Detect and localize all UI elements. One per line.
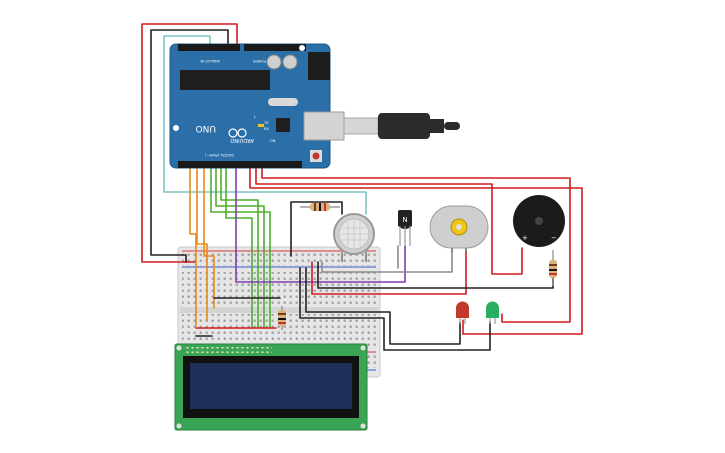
breadboard-upper-terminals xyxy=(182,272,376,306)
buzzer-minus-label: − xyxy=(551,234,557,242)
wire-orange-2[interactable] xyxy=(196,167,208,321)
arduino-logo-icon xyxy=(228,128,247,138)
arduino-uno[interactable]: UNO ARDUINO DIGITAL (PWM~) ANALOG IN POW… xyxy=(169,43,345,169)
wire-purple[interactable] xyxy=(235,167,406,283)
mounting-hole xyxy=(360,423,366,429)
transistor-label: N xyxy=(402,216,407,224)
wire-green-1[interactable] xyxy=(210,167,271,329)
crystal xyxy=(268,98,298,106)
dc-motor[interactable] xyxy=(429,205,489,252)
wire-red-buzzer[interactable] xyxy=(255,167,523,275)
on-label: ON xyxy=(270,139,276,143)
capacitor-2 xyxy=(282,54,298,70)
piezo-buzzer[interactable]: + − xyxy=(513,195,565,247)
digital-header xyxy=(178,161,302,168)
wire-red-long[interactable] xyxy=(261,167,571,323)
power-header xyxy=(244,44,306,51)
mounting-hole xyxy=(173,125,179,131)
rx-label: RX xyxy=(264,127,269,131)
wire-orange-1[interactable] xyxy=(189,167,197,327)
usb-chip xyxy=(276,118,290,132)
buzzer-plus-label: + xyxy=(522,234,528,242)
wire-red-motor[interactable] xyxy=(311,249,467,295)
gas-sensor[interactable] xyxy=(333,213,375,262)
arduino-brand-label: ARDUINO xyxy=(230,137,254,143)
red-led[interactable] xyxy=(456,301,469,325)
wire-black-led-return[interactable] xyxy=(305,267,461,345)
wire-black-gnd-loop[interactable] xyxy=(150,29,229,263)
green-led[interactable] xyxy=(486,301,499,325)
atmega-chip xyxy=(180,70,270,90)
mounting-hole xyxy=(176,345,182,351)
wire-black-led2-return[interactable] xyxy=(299,267,491,351)
usb-cable[interactable] xyxy=(343,113,460,139)
analog-header xyxy=(178,44,240,51)
wires xyxy=(141,23,583,351)
power-jack xyxy=(308,52,330,80)
lcd-16x2[interactable] xyxy=(174,343,368,431)
transistor[interactable]: N xyxy=(398,210,412,246)
wire-red-led[interactable] xyxy=(249,167,583,335)
resistor-breadboard[interactable] xyxy=(278,306,286,330)
lcd-screen xyxy=(190,363,352,409)
wire-green-3[interactable] xyxy=(220,167,259,329)
mounting-hole xyxy=(299,45,305,51)
breadboard-top-rail xyxy=(182,252,376,266)
digital-pwm-label: DIGITAL (PWM~) xyxy=(204,153,234,157)
wire-green-4[interactable] xyxy=(225,167,253,329)
breadboard-channel xyxy=(180,307,378,313)
wire-teal[interactable] xyxy=(163,35,367,215)
wire-orange-3[interactable] xyxy=(203,167,215,309)
wire-green-2[interactable] xyxy=(215,167,265,329)
power-label: POWER xyxy=(252,59,266,63)
wire-gray-motor[interactable] xyxy=(321,249,453,273)
lcd-pin-header xyxy=(186,347,272,353)
analog-in-label: ANALOG IN xyxy=(200,59,220,63)
capacitor-1 xyxy=(266,54,282,70)
usb-port xyxy=(303,111,345,141)
mounting-hole xyxy=(176,423,182,429)
reset-button-cap[interactable] xyxy=(312,152,320,160)
wire-red-5v-loop[interactable] xyxy=(141,23,238,263)
wire-black-sensor[interactable] xyxy=(290,201,343,257)
uno-label: UNO xyxy=(196,123,216,133)
resistor-top[interactable] xyxy=(300,203,340,211)
mounting-hole xyxy=(360,345,366,351)
l-led xyxy=(258,124,264,127)
l-label: L xyxy=(254,115,256,119)
resistor-buzzer[interactable] xyxy=(549,250,557,286)
tx-label: TX xyxy=(263,121,269,125)
